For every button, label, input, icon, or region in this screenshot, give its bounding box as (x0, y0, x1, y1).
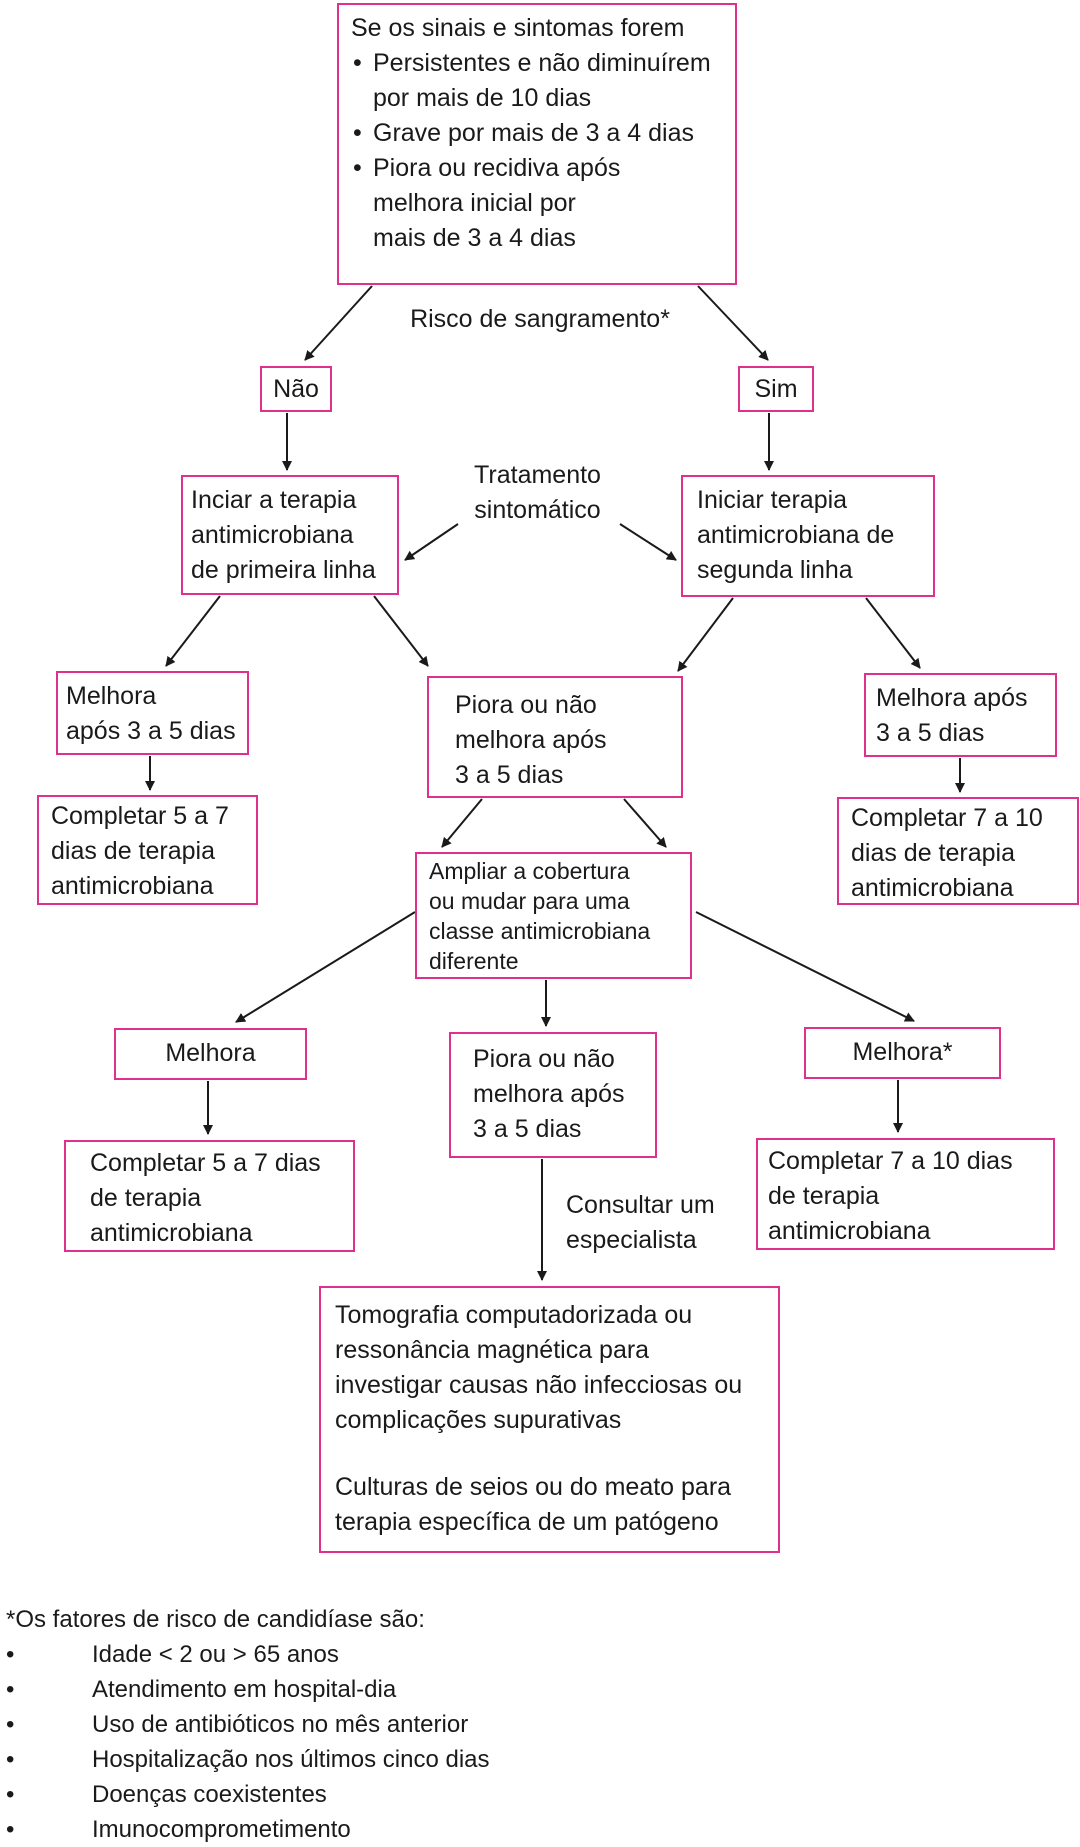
arrow-second-to-right-improve (865, 597, 921, 669)
arrow-symptomatic-to-second (619, 523, 677, 561)
arrow-broaden-to-improve2-right (695, 911, 915, 1022)
right-improve-box: Melhora após 3 a 5 dias (864, 673, 1057, 757)
arrow-first-to-left-improve (165, 595, 221, 667)
symptomatic-label: Tratamento sintomático (474, 461, 601, 524)
arrow-broaden-to-improve2-left (235, 911, 416, 1023)
arrow-second-to-center-worse (677, 597, 734, 672)
start-box: Se os sinais e sintomas forem Persistent… (337, 3, 737, 285)
complete2-right-box: Completar 7 a 10 dias de terapia antimic… (756, 1138, 1055, 1250)
left-complete-box: Completar 5 a 7 dias de terapia antimicr… (37, 795, 258, 905)
arrow-start-to-no (304, 285, 373, 361)
first-line-box: Inciar a terapia antimicrobiana de prime… (181, 475, 399, 595)
left-improve-box: Melhora após 3 a 5 dias (56, 671, 249, 755)
improve2-left-box: Melhora (114, 1028, 307, 1080)
imaging-box: Tomografia computadorizada ou ressonânci… (319, 1286, 780, 1553)
bleed-risk-label: Risco de sangramento* (410, 305, 670, 333)
footnote: *Os fatores de risco de candidíase são: … (6, 1602, 490, 1847)
arrow-first-to-center-worse (373, 595, 429, 667)
footnote-item: Uso de antibióticos no mês anterior (6, 1707, 490, 1742)
footnote-item: Atendimento em hospital-dia (6, 1672, 490, 1707)
footnote-item: Doenças coexistentes (6, 1777, 490, 1812)
footnote-item: Idade < 2 ou > 65 anos (6, 1637, 490, 1672)
arrow-worse-to-broaden-right (623, 798, 667, 848)
consult-label: Consultar um especialista (566, 1191, 715, 1254)
arrow-worse-to-broaden-left (441, 798, 483, 848)
center-worse-box: Piora ou não melhora após 3 a 5 dias (427, 676, 683, 798)
no-box: Não (260, 366, 332, 412)
worse2-box: Piora ou não melhora após 3 a 5 dias (449, 1032, 657, 1158)
footnote-item: Imunocomprometimento (6, 1812, 490, 1847)
start-bullet: Grave por mais de 3 a 4 dias (351, 116, 723, 151)
broaden-box: Ampliar a cobertura ou mudar para uma cl… (415, 852, 692, 979)
arrow-start-to-yes (697, 285, 769, 361)
yes-box: Sim (738, 366, 814, 412)
improve2-right-box: Melhora* (804, 1027, 1001, 1079)
second-line-box: Iniciar terapia antimicrobiana de segund… (681, 475, 935, 597)
start-bullet: Piora ou recidiva após melhora inicial p… (351, 151, 723, 256)
right-complete-box: Completar 7 a 10 dias de terapia antimic… (837, 797, 1079, 905)
footnote-title: *Os fatores de risco de candidíase são: (6, 1606, 425, 1633)
arrow-symptomatic-to-first (404, 523, 459, 561)
start-title: Se os sinais e sintomas forem (351, 14, 685, 42)
start-bullet: Persistentes e não diminuírem por mais d… (351, 46, 723, 116)
footnote-item: Hospitalização nos últimos cinco dias (6, 1742, 490, 1777)
complete2-left-box: Completar 5 a 7 dias de terapia antimicr… (64, 1140, 355, 1252)
